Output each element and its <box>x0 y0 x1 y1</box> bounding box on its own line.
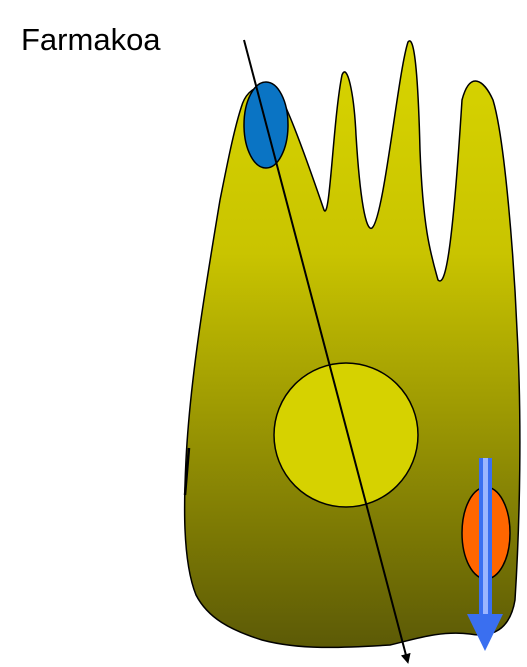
nucleus <box>274 363 418 507</box>
drug-label: Farmakoa <box>21 22 161 57</box>
